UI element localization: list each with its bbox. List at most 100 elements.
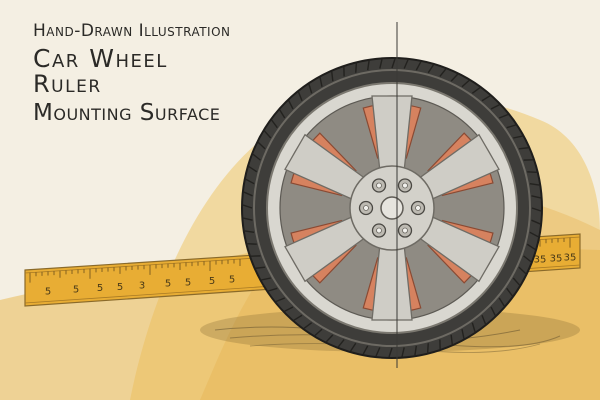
ruler-number: 5 [97, 283, 103, 294]
tread-mark [506, 124, 516, 129]
tread-mark [319, 77, 323, 87]
tread-mark [529, 182, 540, 186]
tread-mark [308, 84, 313, 94]
tread-mark [471, 322, 476, 332]
tread-mark [245, 178, 255, 185]
lug-nut-center [402, 227, 408, 234]
tread-mark [529, 231, 539, 238]
lug-nut-center [376, 227, 382, 234]
tread-mark [255, 266, 266, 269]
tread-mark [314, 328, 323, 337]
ruler-number: 35 [564, 253, 577, 264]
tread-mark [263, 130, 272, 139]
tread-mark [261, 277, 271, 281]
rim-spokes [284, 95, 500, 321]
lug-nut-center [402, 182, 408, 189]
tread-mark [490, 104, 500, 110]
tread-mark [288, 100, 294, 110]
tire-sidewall [253, 69, 531, 347]
ruler-number: 5 [229, 275, 235, 286]
lug-nuts [358, 178, 426, 238]
tread-mark [512, 277, 521, 286]
tread-mark [531, 219, 541, 225]
tread-mark [268, 287, 278, 292]
ruler-number: 5 [73, 285, 79, 296]
tread-mark [471, 87, 481, 94]
tread-mark [297, 91, 303, 102]
label-mounting-surface: Mounting Surface [33, 100, 221, 126]
tread-mark [271, 119, 278, 129]
tread-mark [279, 109, 286, 119]
tread-mark [243, 191, 253, 197]
tread-mark [513, 135, 523, 139]
tread-mark [526, 243, 536, 251]
tread-mark [243, 217, 253, 221]
tread-mark [415, 61, 422, 71]
tread-mark [284, 306, 294, 312]
ruler-ticks [29, 237, 571, 283]
tread-mark [481, 95, 491, 102]
tread-mark [426, 343, 429, 353]
tread-mark [366, 60, 370, 71]
tread-mark [506, 287, 513, 297]
tread-mark [242, 204, 253, 209]
label-ruler: Ruler [33, 70, 102, 98]
tread-mark [450, 334, 453, 345]
tread-mark [481, 314, 487, 325]
ruler-number: 5 [209, 276, 215, 287]
tread-mark [401, 347, 405, 357]
tread-mark [391, 58, 396, 69]
tread-mark [247, 242, 257, 245]
tread-mark [293, 314, 303, 321]
tread-mark [388, 347, 393, 358]
tread-mark [439, 68, 447, 77]
lug-nut-center [363, 205, 369, 211]
tread-mark [349, 342, 357, 352]
tread-mark [257, 141, 266, 150]
ruler-number: 3 [139, 280, 145, 291]
tread-mark [362, 345, 369, 355]
ruler-number: 5 [45, 287, 51, 298]
tread-mark [337, 339, 345, 348]
tread-mark [331, 71, 334, 82]
tread-mark [498, 113, 509, 119]
tread-mark [527, 171, 537, 174]
lug-nut-center [376, 182, 382, 189]
tread-mark [414, 345, 418, 356]
tread-mark [275, 297, 286, 303]
lug-nut-center [415, 205, 421, 211]
tread-mark [375, 347, 381, 357]
tread-mark [461, 79, 470, 88]
tread-mark [498, 297, 505, 307]
tread-mark [403, 59, 409, 69]
tread-mark [518, 266, 527, 275]
ruler-number: 5 [165, 279, 171, 290]
ruler-number: 5 [117, 282, 123, 293]
tread-mark [523, 255, 532, 263]
tread-mark [518, 147, 529, 150]
center-cap [380, 196, 404, 220]
tread-mark [450, 73, 459, 82]
tread-mark [244, 230, 255, 234]
label-car-wheel: Car Wheel [33, 44, 168, 73]
illustration-title: Hand-Drawn Illustration [33, 21, 231, 41]
tread-mark [490, 306, 496, 316]
tread-mark [531, 195, 541, 199]
tread-mark [248, 165, 258, 173]
tread-mark [325, 334, 334, 343]
ruler-numbers-left: 5 5 5 5 3 5 5 5 5 [45, 275, 235, 298]
car-wheel [241, 57, 543, 359]
tread-mark [355, 63, 358, 73]
tread-mark [461, 329, 465, 339]
tire-tread [242, 58, 542, 358]
tread-mark [379, 59, 383, 69]
ruler-number: 35 [534, 255, 547, 266]
ruler-number: 5 [185, 277, 191, 288]
tread-mark [531, 207, 542, 212]
tread-mark [427, 64, 435, 74]
tread-mark [252, 153, 261, 161]
ruler-number: 35 [550, 254, 563, 265]
tread-mark [303, 322, 313, 329]
